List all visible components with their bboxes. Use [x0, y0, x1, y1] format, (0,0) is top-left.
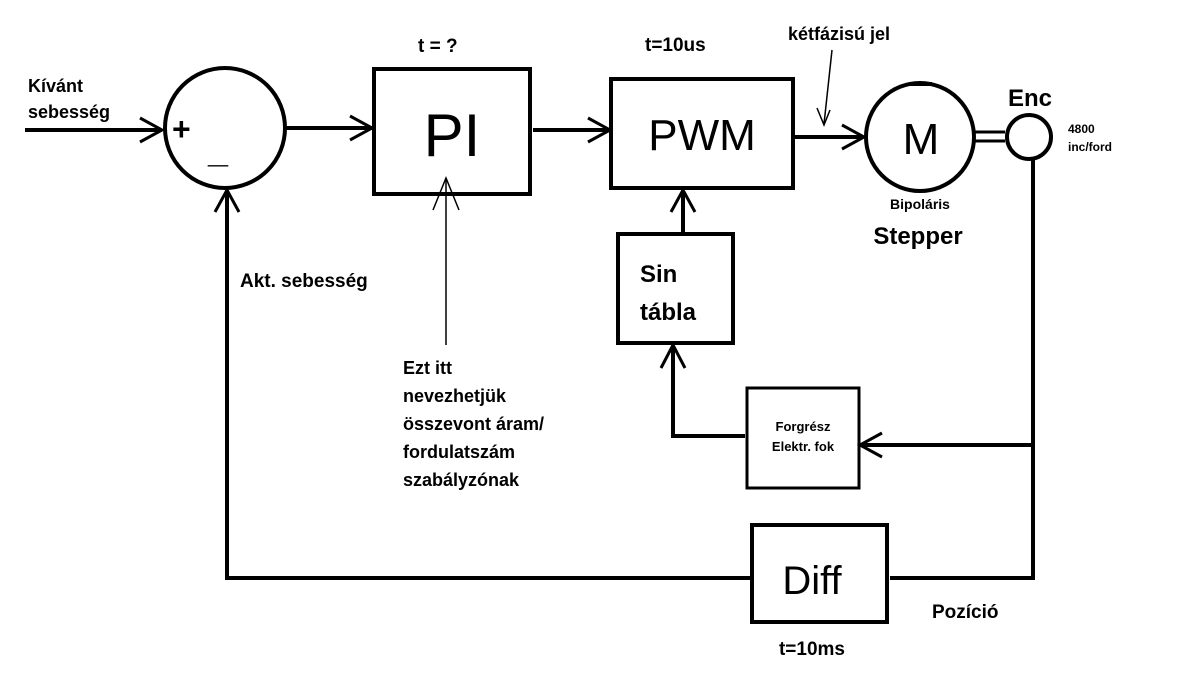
rotor-angle-block — [745, 386, 861, 490]
note-pointer-arrow — [432, 176, 460, 345]
two-phase-pointer-arrow — [816, 49, 833, 127]
desired-speed-label-2: sebesség — [28, 102, 110, 122]
pi-time-label: t = ? — [418, 36, 458, 57]
pwm-time-label: t=10us — [645, 35, 706, 56]
note-line-4: fordulatszám — [403, 442, 515, 462]
encoder-resolution-2: inc/ford — [1068, 140, 1112, 154]
rotor-angle-label-1: Forgrész — [776, 419, 831, 434]
pwm-label: PWM — [648, 111, 756, 160]
position-label: Pozíció — [932, 602, 999, 623]
diff-label: Diff — [782, 559, 842, 603]
note-line-5: szabályzónak — [403, 470, 520, 490]
sin-table-block — [616, 232, 735, 345]
pi-to-pwm-arrow — [533, 116, 614, 144]
encoder-label: Enc — [1008, 85, 1052, 112]
encoder-feedback-line — [890, 160, 1035, 580]
motor-label: M — [903, 115, 940, 164]
encoder-circle — [1005, 113, 1053, 161]
sin-table-label-1: Sin — [640, 261, 677, 288]
actual-speed-label: Akt. sebesség — [240, 271, 368, 292]
pwm-to-motor-arrow — [795, 123, 868, 151]
note-line-1: Ezt itt — [403, 358, 452, 378]
pi-label: PI — [424, 102, 481, 169]
sin-to-pwm-arrow — [669, 186, 697, 232]
sum-to-pi-arrow — [286, 114, 376, 142]
encoder-resolution-1: 4800 — [1068, 122, 1095, 136]
motor-shaft — [975, 130, 1005, 143]
diff-block — [750, 523, 889, 624]
note-line-2: nevezhetjük — [403, 386, 507, 406]
summing-junction — [163, 66, 287, 190]
input-arrow — [25, 116, 166, 144]
note-line-3: összevont áram/ — [403, 414, 544, 434]
pwm-block — [609, 77, 795, 190]
two-phase-signal-label: kétfázisú jel — [788, 24, 890, 44]
rotor-to-sin-arrow — [659, 341, 745, 438]
stepper-label: Stepper — [873, 223, 962, 250]
bipolar-label: Bipoláris — [890, 196, 950, 212]
sin-table-label-2: tábla — [640, 299, 697, 326]
desired-speed-label-1: Kívánt — [28, 76, 83, 96]
plus-sign: + — [172, 111, 191, 147]
speed-feedback-line — [213, 186, 750, 580]
rotor-angle-label-2: Elektr. fok — [772, 439, 835, 454]
encoder-to-rotor-arrow — [856, 431, 1033, 459]
diff-time-label: t=10ms — [779, 639, 845, 660]
minus-sign: _ — [207, 129, 229, 170]
